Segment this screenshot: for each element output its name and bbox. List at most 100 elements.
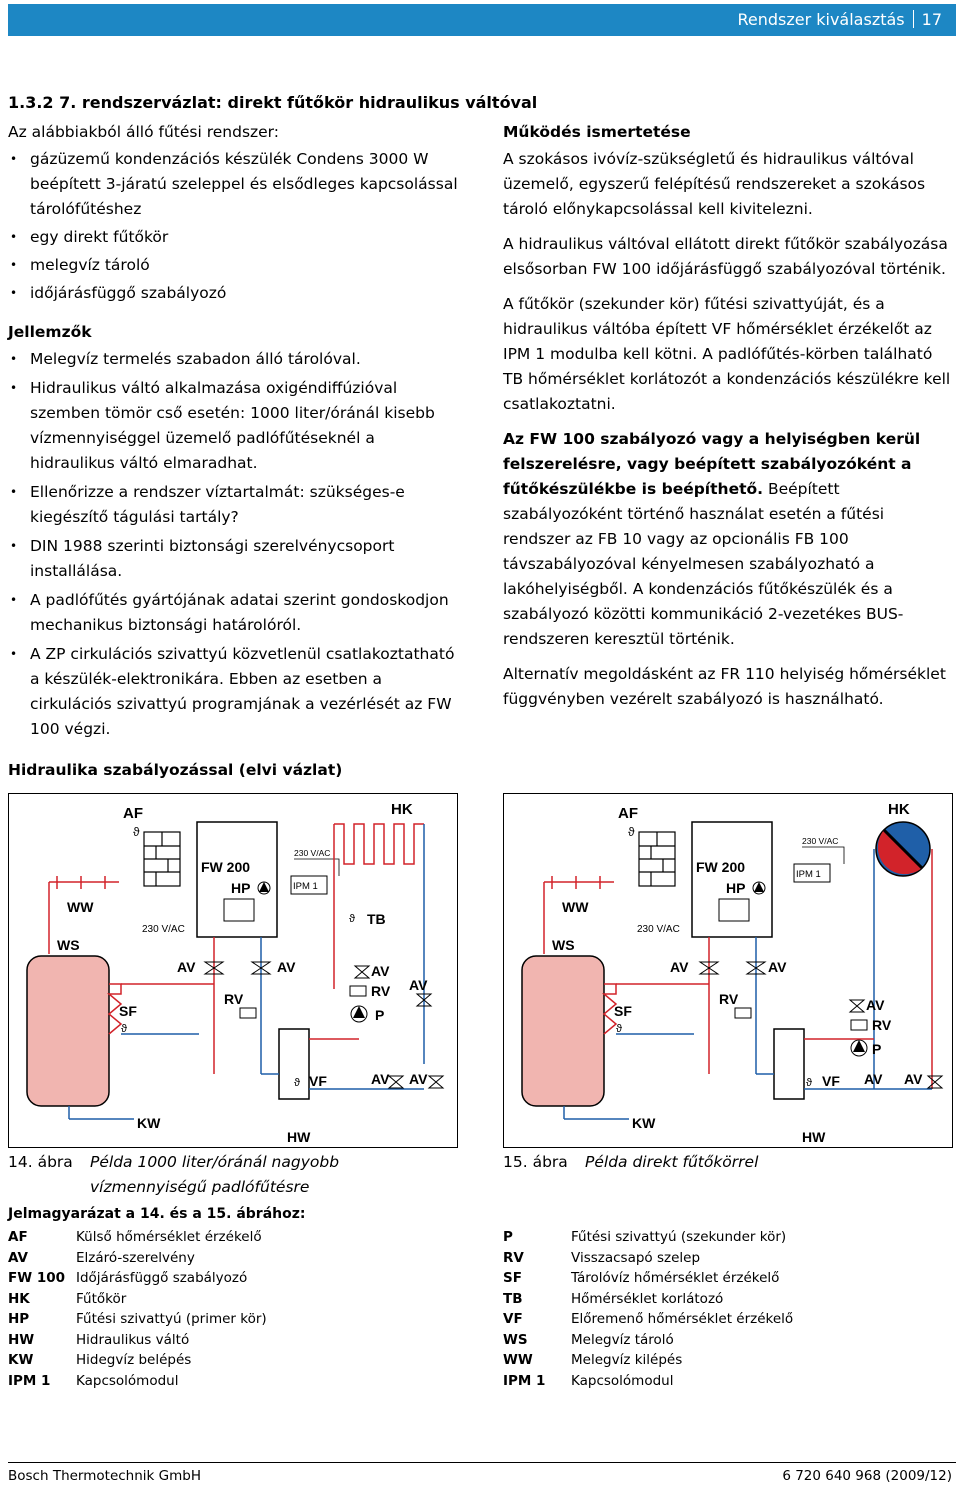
label-av-2: AV	[277, 959, 296, 975]
dhw-tank	[521, 955, 605, 1107]
operation-heading: Működés ismertetése	[503, 123, 691, 141]
features-heading: Jellemzők	[8, 323, 92, 341]
list-item: Melegvíz termelés szabadon álló tárolóva…	[8, 347, 458, 372]
page-number: 17	[921, 10, 942, 29]
operation-paragraph: A szokásos ivóvíz-szükségletű és hidraul…	[503, 150, 926, 218]
label-av-3: AV	[371, 963, 390, 979]
label-ww: WW	[562, 899, 589, 915]
diagram-fig15: AF ϑ FW 200 HP IPM 1 230 V/AC 230 V/AC H…	[503, 793, 953, 1148]
label-rv-1: RV	[719, 991, 739, 1007]
caption-fig14: 14. ábra Példa 1000 liter/óránál nagyobb…	[8, 1150, 458, 1200]
label-av-5: AV	[371, 1071, 390, 1087]
label-230-left: 230 V/AC	[637, 924, 680, 935]
label-ipm: IPM 1	[796, 869, 821, 880]
svg-text:ϑ: ϑ	[616, 1023, 622, 1035]
list-item: DIN 1988 szerinti biztonsági szerelvényc…	[8, 534, 458, 584]
label-av-3: AV	[866, 997, 885, 1013]
paragraph-rest: Beépített szabályozóként történő használ…	[503, 480, 904, 648]
floor-heating-loop	[334, 823, 424, 865]
label-ws: WS	[552, 937, 575, 953]
left-column: Az alábbiakból álló fűtési rendszer: gáz…	[8, 120, 458, 746]
footer-company: Bosch Thermotechnik GmbH	[8, 1468, 201, 1484]
hydraulic-diagram-1: AF ϑ FW 200 HP IPM 1 230 V/AC 230 V/AC H…	[26, 801, 445, 1145]
svg-text:ϑ: ϑ	[294, 1077, 300, 1089]
caption-number: 14. ábra	[8, 1153, 73, 1171]
label-hw: HW	[802, 1129, 826, 1145]
ipm-module	[793, 863, 831, 883]
caption-number: 15. ábra	[503, 1153, 568, 1171]
label-vf: VF	[822, 1073, 840, 1089]
right-column: Működés ismertetése A szokásos ivóvíz-sz…	[503, 120, 953, 722]
svg-text:ϑ: ϑ	[121, 1023, 127, 1035]
label-av-6: AV	[409, 1071, 428, 1087]
list-item: A padlófűtés gyártójának adatai szerint …	[8, 588, 458, 638]
wall-icon	[143, 831, 181, 887]
svg-text:ϑ: ϑ	[133, 825, 140, 839]
label-ww: WW	[67, 899, 94, 915]
page-header: Rendszer kiválasztás 17	[8, 4, 956, 36]
header-section: Rendszer kiválasztás	[737, 10, 905, 29]
label-230-left: 230 V/AC	[142, 924, 185, 935]
list-item: Ellenőrizze a rendszer víztartalmát: szü…	[8, 480, 458, 530]
operation-paragraph: A fűtőkör (szekunder kör) fűtési szivatt…	[503, 295, 951, 413]
caption-text: Példa 1000 liter/óránál nagyobb vízmenny…	[90, 1153, 340, 1196]
label-kw: KW	[137, 1115, 161, 1131]
label-tb: TB	[367, 911, 386, 927]
label-hp: HP	[726, 880, 745, 896]
label-af: AF	[618, 805, 638, 822]
list-item: A ZP cirkulációs szivattyú közvetlenül c…	[8, 642, 458, 742]
label-hk: HK	[888, 801, 910, 818]
legend-heading: Jelmagyarázat a 14. és a 15. ábrához:	[8, 1206, 306, 1222]
label-av-4: AV	[409, 977, 428, 993]
label-kw: KW	[632, 1115, 656, 1131]
label-rv-1: RV	[224, 991, 244, 1007]
control-panel	[718, 898, 750, 922]
dhw-tank	[26, 955, 110, 1107]
hydraulic-separator	[278, 1028, 310, 1100]
diagram-heading: Hidraulika szabályozással (elvi vázlat)	[8, 761, 343, 779]
label-hk: HK	[391, 801, 413, 818]
label-av-5: AV	[864, 1071, 883, 1087]
svg-text:ϑ: ϑ	[349, 913, 355, 925]
operation-paragraph: A hidraulikus váltóval ellátott direkt f…	[503, 235, 948, 278]
label-af: AF	[123, 805, 143, 822]
ipm-module	[290, 875, 328, 895]
list-item: gázüzemű kondenzációs készülék Condens 3…	[8, 147, 458, 222]
footer-divider	[8, 1462, 956, 1463]
label-fw: FW 200	[201, 859, 250, 875]
diagram-fig14: AF ϑ FW 200 HP IPM 1 230 V/AC 230 V/AC H…	[8, 793, 458, 1148]
label-rv-2: RV	[371, 983, 391, 999]
label-vf: VF	[309, 1073, 327, 1089]
label-av-2: AV	[768, 959, 787, 975]
label-rv-2: RV	[872, 1017, 892, 1033]
wall-icon	[638, 831, 676, 887]
control-panel	[223, 898, 255, 922]
label-ipm: IPM 1	[293, 881, 318, 892]
operation-paragraph: Az FW 100 szabályozó vagy a helyiségben …	[503, 427, 953, 652]
label-230-top: 230 V/AC	[802, 836, 838, 846]
section-title: 1.3.2 7. rendszervázlat: direkt fűtőkör …	[8, 93, 538, 112]
svg-text:ϑ: ϑ	[806, 1077, 812, 1089]
features-list: Melegvíz termelés szabadon álló tárolóva…	[8, 347, 458, 742]
label-p: P	[872, 1041, 881, 1057]
label-av-6: AV	[904, 1071, 923, 1087]
label-sf: SF	[614, 1003, 632, 1019]
label-p: P	[375, 1007, 384, 1023]
label-fw: FW 200	[696, 859, 745, 875]
label-hw: HW	[287, 1129, 311, 1145]
list-item: melegvíz tároló	[8, 253, 458, 278]
bold-sentence: Az FW 100 szabályozó vagy a helyiségben …	[503, 430, 921, 498]
svg-text:ϑ: ϑ	[628, 825, 635, 839]
